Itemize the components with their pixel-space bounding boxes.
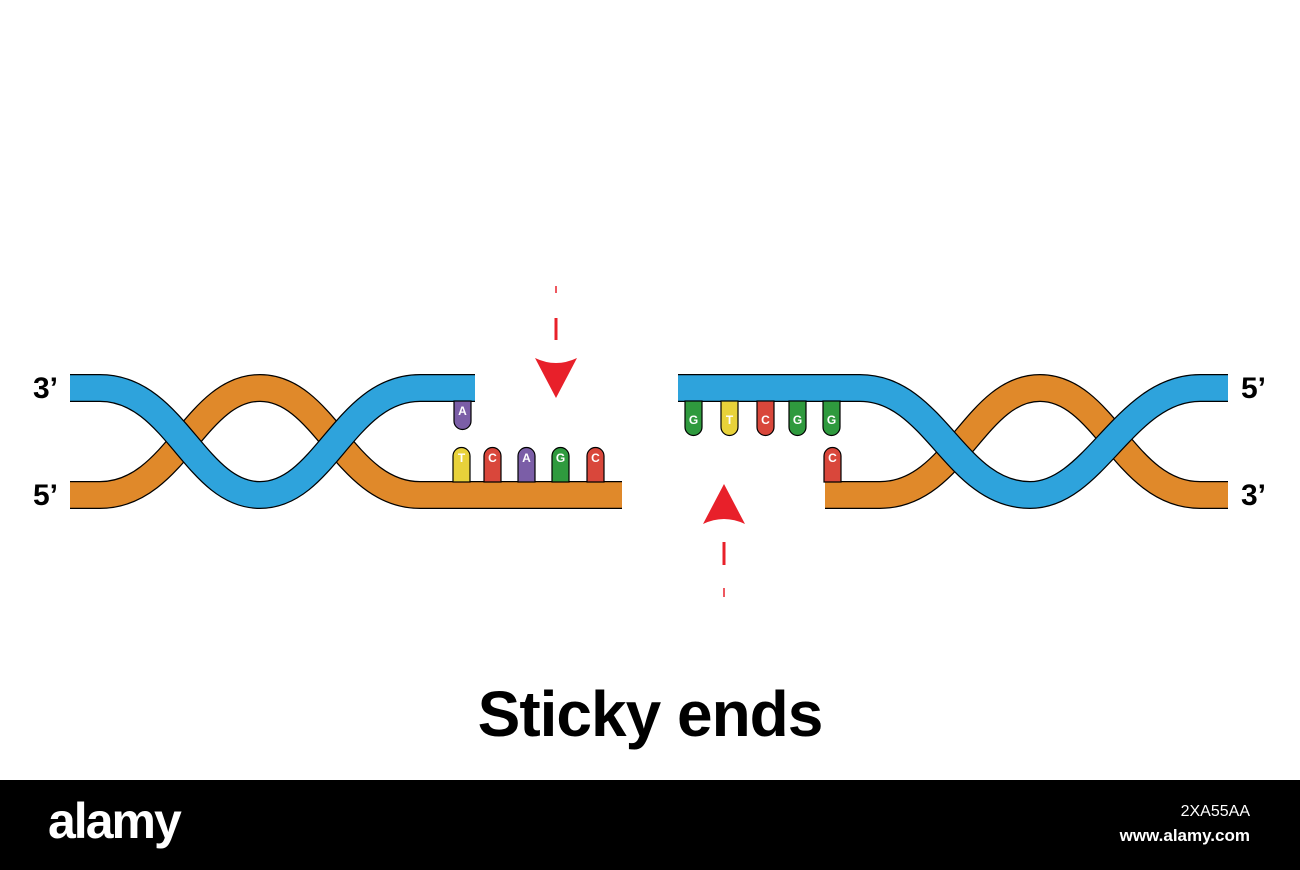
image-id: 2XA55AA	[1180, 803, 1250, 820]
alamy-logo: alamy	[48, 793, 182, 849]
arrow-head	[703, 484, 745, 524]
base-tab	[788, 400, 807, 437]
base-tab	[823, 446, 842, 483]
arrow-head	[535, 358, 577, 398]
right-top-end-label: 5’	[1241, 372, 1266, 405]
base-letter: T	[726, 413, 734, 427]
left-top-end-label: 3’	[33, 372, 58, 405]
base-tab	[756, 400, 775, 437]
left-bottom-end-label: 5’	[33, 479, 58, 512]
right-top-base-4: G	[788, 400, 807, 437]
left-bottom-base-4: G	[551, 446, 570, 483]
left-blue-strand	[70, 375, 475, 508]
base-letter: T	[458, 451, 466, 465]
base-tab	[517, 446, 536, 483]
base-tab	[720, 400, 739, 437]
base-tab	[483, 446, 502, 483]
right-blue-strand	[678, 375, 1228, 508]
base-tab	[453, 400, 472, 431]
base-tab	[551, 446, 570, 483]
base-letter: A	[458, 404, 467, 418]
base-letter: G	[556, 451, 565, 465]
base-letter: C	[828, 451, 837, 465]
right-top-base-3: C	[756, 400, 775, 437]
left-bottom-base-1: T	[452, 446, 471, 483]
sticky-ends-diagram: 3’ 5’ 5’ 3’ A T C A G C G	[33, 286, 1266, 597]
watermark-bar: alamy 2XA55AA www.alamy.com	[0, 780, 1300, 870]
top-cut-arrow	[535, 286, 577, 398]
left-orange-strand	[70, 375, 622, 508]
diagram-title: Sticky ends	[477, 678, 824, 750]
base-letter: C	[591, 451, 600, 465]
right-dna-fragment: 5’ 3’	[678, 372, 1266, 512]
base-tab	[684, 400, 703, 437]
right-top-base-1: G	[684, 400, 703, 437]
right-bottom-end-label: 3’	[1241, 479, 1266, 512]
base-letter: G	[793, 413, 802, 427]
left-bottom-base-2: C	[483, 446, 502, 483]
left-bottom-base-3: A	[517, 446, 536, 483]
base-letter: C	[761, 413, 770, 427]
bottom-cut-arrow	[703, 484, 745, 597]
left-top-base-1: A	[453, 400, 472, 431]
right-bottom-base-1: C	[823, 446, 842, 483]
right-orange-strand	[825, 375, 1228, 508]
right-top-base-2: T	[720, 400, 739, 437]
base-tab	[822, 400, 841, 437]
site-url: www.alamy.com	[1119, 826, 1250, 845]
base-letter: G	[827, 413, 836, 427]
right-top-base-5: G	[822, 400, 841, 437]
left-dna-fragment: 3’ 5’	[33, 372, 622, 512]
base-letter: G	[689, 413, 698, 427]
base-letter: A	[522, 451, 531, 465]
base-tab	[452, 446, 471, 483]
left-bottom-base-5: C	[586, 446, 605, 483]
base-letter: C	[488, 451, 497, 465]
base-tab	[586, 446, 605, 483]
